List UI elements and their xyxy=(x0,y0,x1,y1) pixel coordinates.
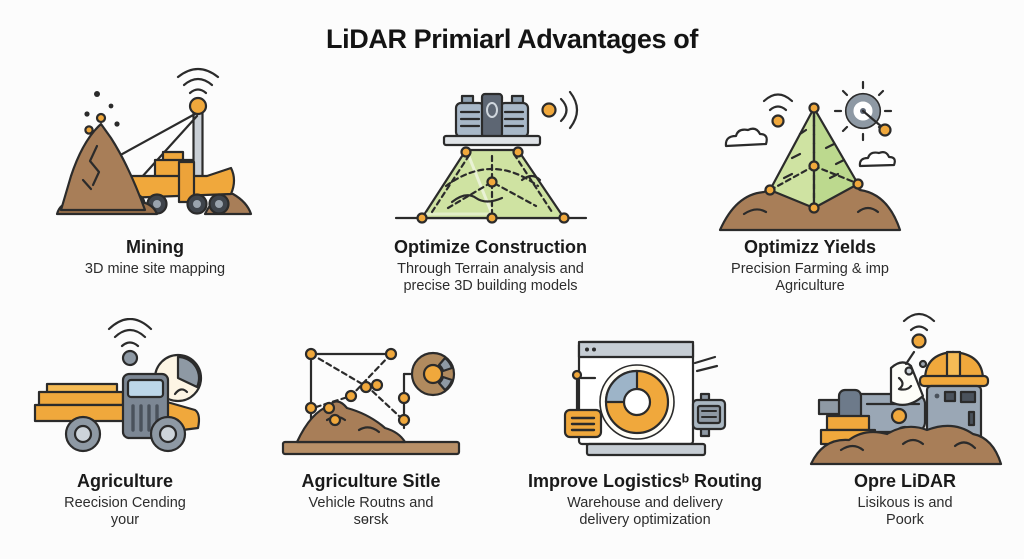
card-improve-logistics: Improve Logisticsᵇ Routing Warehouse and… xyxy=(520,308,770,530)
mine-mound-icon xyxy=(55,122,159,216)
wifi-signal-icon xyxy=(902,312,936,349)
logistics-dashboard-icon xyxy=(563,340,726,457)
card-subtext: Vehicle Routns and sɵrsk xyxy=(308,494,434,529)
card-heading: Optimizz Yields xyxy=(743,237,877,257)
cloud-icon xyxy=(724,127,896,168)
note-panel-icon xyxy=(563,369,602,439)
terrain-mound-icon xyxy=(281,400,461,456)
lidar-machine-icon xyxy=(809,312,1003,466)
gauge-compass-icon xyxy=(833,80,892,142)
scan-area-icon xyxy=(415,146,570,224)
mining-excavator-illustration xyxy=(45,60,265,232)
crop-pyramid-icon xyxy=(763,102,864,214)
dish-icon xyxy=(889,350,928,407)
route-network-illustration xyxy=(271,308,471,466)
wifi-signal-icon xyxy=(107,318,153,367)
tractor-icon xyxy=(33,372,201,453)
scanner-device-icon xyxy=(442,92,541,147)
control-tower-icon xyxy=(918,350,990,444)
tractor-magnifier-icon xyxy=(33,318,203,453)
card-optimize-construction: Optimize Construction Through Terrain an… xyxy=(368,60,613,296)
card-heading: Agriculture Sitle xyxy=(301,471,441,491)
card-subtext: Warehouse and delivery delivery optimiza… xyxy=(567,494,723,529)
route-network-icon xyxy=(281,347,461,456)
lidar-scanner-terrain-icon xyxy=(394,90,587,224)
farm-pyramid-icon xyxy=(718,80,901,232)
mining-excavator-icon xyxy=(55,67,253,216)
debris-dots-icon xyxy=(84,91,120,135)
card-mining: Mining 3D mine site mapping xyxy=(35,60,275,278)
donut-chart-icon xyxy=(598,364,675,440)
card-heading: Optimize Construction xyxy=(394,237,587,257)
motion-lines-icon xyxy=(693,355,718,373)
farm-pyramid-illustration xyxy=(708,60,913,232)
card-subtext: Through Terrain analysis and precise 3D … xyxy=(397,260,584,295)
card-heading: Mining xyxy=(126,237,184,257)
dirt-mound-icon xyxy=(809,424,1003,466)
card-subtext: 3D mine site mapping xyxy=(84,260,226,277)
logistics-dashboard-illustration xyxy=(553,308,738,466)
card-agriculture: Agriculture Reecision Cending your xyxy=(14,308,236,530)
wifi-signal-icon xyxy=(762,93,793,128)
signal-icon xyxy=(540,90,578,130)
card-subtext: Precision Farming & imp Agriculture xyxy=(731,260,889,295)
card-opre-lidar: Opre LiDAR Lisikous is and Poork xyxy=(794,308,1016,530)
lidar-machine-illustration xyxy=(805,308,1005,466)
card-heading: Improve Logisticsᵇ Routing xyxy=(527,471,763,491)
route-nodes-icon xyxy=(304,347,411,427)
device-icon xyxy=(691,392,726,438)
card-heading: Opre LiDAR xyxy=(853,471,956,491)
tractor-magnifier-illustration xyxy=(25,308,225,466)
card-subtext: Reecision Cending your xyxy=(64,494,186,529)
page-title: LiDAR Primiarl Advantages of xyxy=(326,24,698,54)
mast-wifi-icon xyxy=(113,67,220,204)
lidar-scanner-terrain-illustration xyxy=(386,60,596,232)
card-agriculture-sitle: Agriculture Sitle Vehicle Routns and sɵr… xyxy=(260,308,482,530)
card-heading: Agriculture xyxy=(76,471,173,491)
wheel-icon xyxy=(410,351,456,397)
card-subtext: Lisikous is and Poork xyxy=(857,494,953,529)
card-optimizz-yields: Optimizz Yields Precision Farming & imp … xyxy=(686,60,934,296)
